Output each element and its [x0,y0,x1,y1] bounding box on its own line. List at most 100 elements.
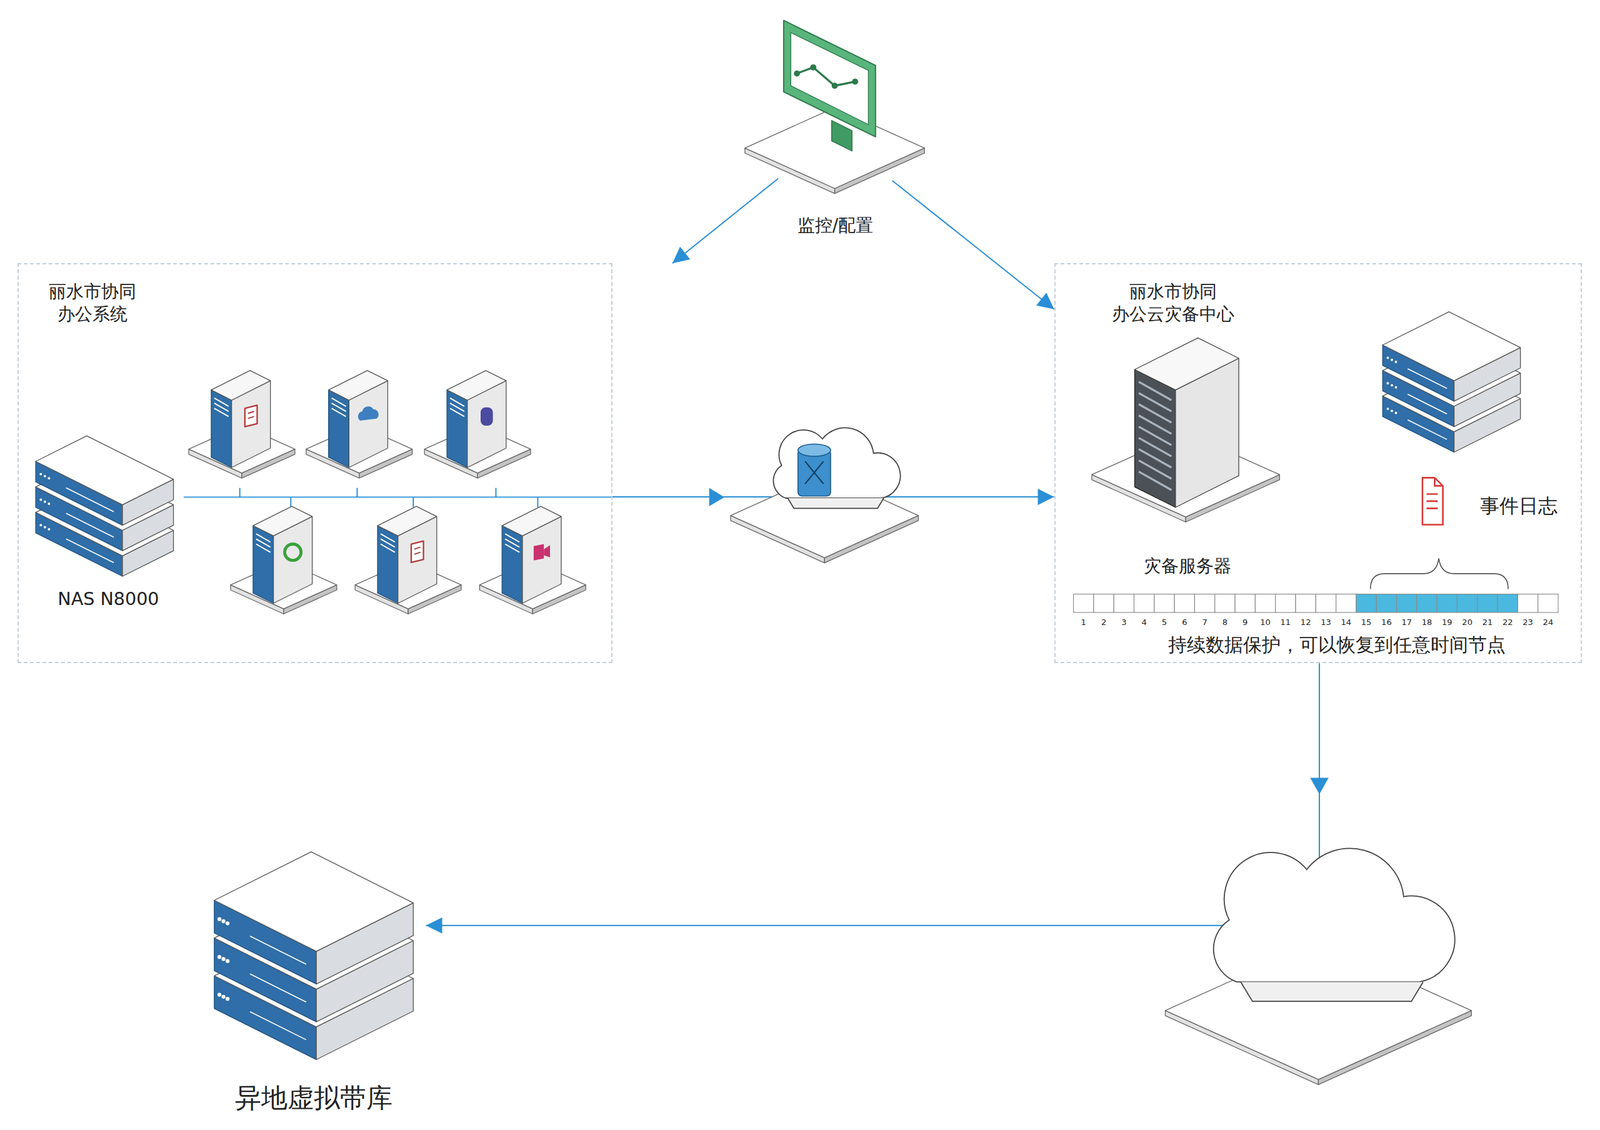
tower-front [377,525,399,604]
cloud-depth [1240,981,1424,1002]
timeline-cell [1133,594,1154,613]
timeline-cell [1215,594,1235,613]
time-tick: 18 [1416,617,1437,627]
timeline-cell [1073,594,1094,613]
doc-icon [245,405,258,427]
doc-line [414,552,421,555]
timeline-cell [1376,594,1397,613]
server-top [1382,311,1520,381]
video-icon [533,544,544,561]
time-tick: 15 [1356,617,1377,627]
tower-vent [256,544,271,553]
doc-line [248,411,255,414]
time-tick: 11 [1275,617,1296,627]
plate-top [745,107,925,189]
server-slot [250,1011,307,1040]
tower-top [377,506,437,536]
tape-library-node: 异地虚拟带库 [201,841,427,1116]
node-label: 监控/配置 [778,214,893,237]
time-tick: 20 [1456,617,1477,627]
timeline-cell [1174,594,1195,613]
tower-vent [380,544,395,553]
tower-vent [331,408,347,417]
tower-vent [214,408,229,417]
server-node: 灾备服务器 [1085,333,1290,579]
timeline-cell [1436,594,1457,613]
monitor-screen [790,32,869,125]
server-top [214,851,414,952]
flow-arrow [672,178,779,264]
tower-top [211,370,271,400]
server-led [43,475,47,478]
time-tick: 4 [1133,617,1154,627]
time-tick: 17 [1396,617,1417,627]
node-label: 异地虚拟带库 [201,1080,427,1115]
node-label: 事件日志 [1480,493,1558,519]
time-tick: 12 [1295,617,1316,627]
server-led [217,917,222,922]
server-slot [1407,420,1447,440]
timeline-cell [1315,594,1336,613]
bus-stub [290,496,292,507]
rack-unit [1138,460,1172,479]
server-top [35,435,174,505]
node-label: 灾备服务器 [1085,555,1290,578]
bus-stub [356,488,358,498]
cloud-outline [1213,848,1455,982]
doc-line [414,546,421,549]
cylinder-mark [805,461,824,484]
tower-front [501,525,523,604]
cloud-symbol [773,427,900,509]
timeline-cell [1113,594,1134,613]
timeline-cell [1517,594,1538,613]
tower-front [211,390,232,468]
server-led [39,473,42,476]
server-slot [250,936,307,965]
server-slot [1407,394,1447,414]
timeline-cell [1497,594,1518,613]
nas-node: NAS N8000 [29,414,188,610]
tower-top [446,370,507,400]
server-led [217,992,222,997]
server-stack [214,851,414,1060]
server-led [1395,411,1398,415]
chart-dot [793,70,800,77]
rack-unit [1138,404,1172,423]
tower-server [211,370,271,468]
server-led [47,502,50,505]
tower-server [501,506,562,604]
timeline-cell [1477,594,1498,613]
server-led [1390,384,1394,387]
timeline-cell [1194,594,1215,613]
timeline-cell [1396,594,1417,613]
time-tick: 9 [1235,617,1255,627]
rack-unit [1138,426,1172,445]
timeline-cell [1456,594,1477,613]
tower-vent [450,408,465,417]
bus-stub [536,496,539,507]
timeline-cell [1336,594,1357,613]
cylinder-top [798,443,831,457]
node-label: NAS N8000 [29,587,188,611]
rack-unit [1138,438,1172,457]
tower-front [446,390,468,468]
server-led [47,528,50,531]
timeline-cell [1255,594,1275,613]
rack-unit [1138,449,1172,468]
server-led [225,959,230,964]
chart-dot [810,64,817,71]
timeline-cell [1416,594,1437,613]
video-icon [543,545,550,558]
time-tick: 5 [1154,617,1175,627]
server-led [1395,360,1398,364]
region-title: 丽水市协同 办公云灾备中心 [1109,280,1238,326]
server-slot [250,973,307,1002]
flow-arrow [426,663,1320,926]
timeline [1073,594,1559,613]
time-tick: 23 [1517,617,1538,627]
server-stack [1382,311,1520,453]
time-tick: 21 [1477,617,1498,627]
brace [1370,558,1509,589]
